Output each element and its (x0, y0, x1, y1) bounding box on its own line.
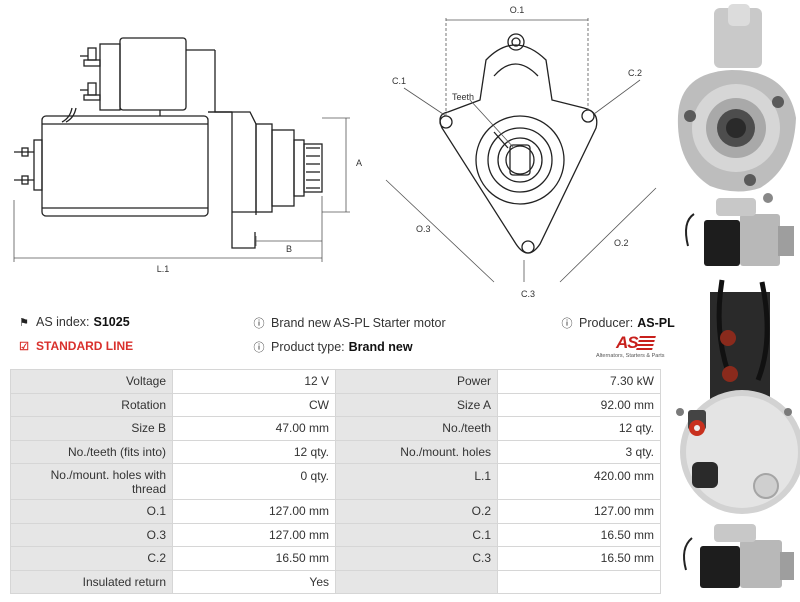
spec-label: O.1 (10, 499, 173, 524)
product-type-value: Brand new (348, 340, 413, 354)
info-icon: ⓘ (253, 342, 265, 354)
as-index-label: AS index: (36, 315, 90, 329)
spec-label: No./mount. holes with thread (10, 463, 173, 500)
product-photo-rear (676, 279, 800, 514)
table-row: No./teeth (fits into) 12 qty. No./mount.… (10, 439, 661, 464)
logo-mark: AS (616, 333, 639, 352)
spec-label: Rotation (10, 392, 173, 417)
table-row: C.2 16.50 mm C.3 16.50 mm (10, 546, 661, 571)
tag-icon: ⚑ (19, 316, 29, 329)
table-row: O.1 127.00 mm O.2 127.00 mm (10, 499, 661, 524)
as-index-row: ⚑ AS index: S1025 (17, 315, 130, 329)
spec-value: 12 qty. (172, 439, 336, 464)
spec-label: Size B (10, 416, 173, 441)
dimension-label-c1: C.1 (392, 76, 406, 86)
dimension-label-o1: O.1 (510, 5, 525, 15)
side-view-drawing (14, 37, 323, 249)
dimension-label-o2: O.2 (614, 238, 629, 248)
table-row: Voltage 12 V Power 7.30 kW (10, 369, 661, 394)
spec-label: Size A (335, 392, 498, 417)
technical-drawings: L.1 A B O.1 C.1 C.2 Teeth O.3 O.2 (13, 5, 657, 299)
logo-stripes (636, 336, 656, 350)
spec-label: No./teeth (fits into) (10, 439, 173, 464)
product-photo-side (685, 193, 794, 266)
dimension-label-teeth: Teeth (452, 92, 474, 102)
checkbox-icon: ☑ (19, 340, 29, 353)
specifications-table: Voltage 12 V Power 7.30 kW Rotation CW S… (10, 369, 661, 594)
spec-label: Insulated return (10, 569, 173, 594)
product-type-row: ⓘ Product type: Brand new (252, 339, 413, 355)
info-icon: ⓘ (253, 318, 265, 330)
spec-value: 16.50 mm (172, 546, 336, 571)
product-photo-side-2 (683, 524, 794, 588)
table-row: Rotation CW Size A 92.00 mm (10, 392, 661, 417)
spec-label: O.3 (10, 522, 173, 547)
spec-value: 16.50 mm (497, 546, 661, 571)
dimension-label-b: B (286, 244, 292, 254)
product-type-label: Product type: (271, 340, 345, 354)
spec-value: 127.00 mm (497, 499, 661, 524)
description-row: ⓘ Brand new AS-PL Starter motor (252, 315, 446, 331)
front-view-dimensions (385, 18, 657, 283)
side-view-dimensions (13, 117, 350, 262)
dimension-label-l1: L.1 (157, 264, 170, 274)
producer-label: Producer: (579, 316, 634, 330)
spec-value: 47.00 mm (172, 416, 336, 441)
table-row: O.3 127.00 mm C.1 16.50 mm (10, 522, 661, 547)
spec-value-empty (497, 569, 661, 594)
spec-value: 16.50 mm (497, 522, 661, 547)
spec-label-empty (335, 569, 498, 594)
front-view-drawing (439, 33, 598, 254)
spec-value: 92.00 mm (497, 392, 661, 417)
spec-label: No./teeth (335, 416, 498, 441)
spec-label: Power (335, 369, 498, 394)
spec-value: 420.00 mm (497, 463, 661, 500)
dimension-label-c3: C.3 (521, 289, 535, 299)
table-row: No./mount. holes with thread 0 qty. L.1 … (10, 463, 661, 500)
spec-value: 7.30 kW (497, 369, 661, 394)
spec-label: O.2 (335, 499, 498, 524)
info-icon: ⓘ (561, 318, 573, 330)
spec-value: Yes (172, 569, 336, 594)
spec-label: C.2 (10, 546, 173, 571)
product-description: Brand new AS-PL Starter motor (271, 316, 446, 330)
logo-tagline: Alternators, Starters & Parts (596, 353, 665, 359)
producer-value: AS-PL (637, 316, 675, 330)
dimension-label-c2: C.2 (628, 68, 642, 78)
spec-value: 12 V (172, 369, 336, 394)
spec-value: 0 qty. (172, 463, 336, 500)
dimension-label-o3: O.3 (416, 224, 431, 234)
spec-value: 127.00 mm (172, 499, 336, 524)
product-photos (676, 4, 800, 588)
spec-value: 3 qty. (497, 439, 661, 464)
spec-label: Voltage (10, 369, 173, 394)
standard-line-label: STANDARD LINE (36, 339, 134, 353)
as-index-value: S1025 (93, 315, 130, 329)
table-row: Size B 47.00 mm No./teeth 12 qty. (10, 416, 661, 441)
spec-label: C.3 (335, 546, 498, 571)
table-row: Insulated return Yes (10, 569, 661, 594)
dimension-label-a: A (356, 158, 362, 168)
spec-value: CW (172, 392, 336, 417)
spec-value: 127.00 mm (172, 522, 336, 547)
spec-label: L.1 (335, 463, 498, 500)
standard-line-row: ☑ STANDARD LINE (17, 339, 133, 353)
spec-value: 12 qty. (497, 416, 661, 441)
product-photo-front (677, 4, 796, 192)
spec-label: No./mount. holes (335, 439, 498, 464)
spec-label: C.1 (335, 522, 498, 547)
producer-row: ⓘ Producer: AS-PL (560, 315, 675, 331)
as-pl-logo: AS Alternators, Starters & Parts (596, 333, 665, 361)
